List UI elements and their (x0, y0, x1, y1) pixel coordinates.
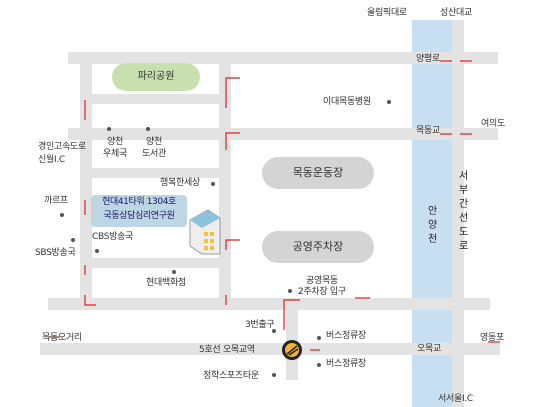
road-west (80, 52, 92, 310)
paris-park: 파리공원 (112, 63, 200, 91)
label-bus-stop-2: 버스정류장 (326, 359, 366, 369)
label-exit3: 3번출구 (245, 320, 275, 330)
yangcheon-office-marker (107, 127, 111, 131)
road-inner1 (92, 94, 219, 104)
label-parking-entrance: 공영목동 2주차장 입구 (298, 276, 346, 297)
label-olympic-road: 올림픽대로 (367, 8, 407, 18)
label-omok-bridge: 오목교 (417, 344, 441, 354)
road-inner3 (92, 258, 219, 268)
road-inner2 (92, 168, 219, 178)
road-seobu (452, 20, 464, 407)
mokdong-stadium: 목동운동장 (262, 157, 374, 189)
haengbok-marker (211, 182, 215, 186)
label-yangcheon-office: 양천 우체국 (103, 137, 127, 159)
hospital-marker (387, 100, 391, 104)
road-network (40, 20, 500, 407)
label-hospital: 이대목동병원 (323, 97, 371, 107)
yangcheon-library-marker (146, 127, 150, 131)
subway-station-icon (282, 340, 302, 360)
river (412, 20, 452, 407)
road-middle (219, 52, 231, 310)
destination-callout: 현대41타워 1304호 국동상담심리연구원 (91, 195, 187, 227)
label-seongsan-bridge: 성산대교 (440, 8, 472, 18)
label-yangcheon-library: 양천 도서관 (142, 137, 166, 159)
exit3-marker (272, 329, 276, 333)
label-hyundai-dept: 현대백화점 (146, 278, 186, 288)
cbs-marker (71, 238, 75, 242)
public-parking-lot: 공영주차장 (262, 231, 374, 263)
label-carrefour: 까르프 (44, 196, 68, 206)
label-sbs: SBS방송국 (35, 248, 76, 258)
sbs-marker (95, 249, 99, 253)
label-cbs: CBS방송국 (92, 232, 134, 242)
road-mokdonggyo (68, 128, 498, 140)
destination-line2: 국동상담심리연구원 (103, 211, 175, 221)
label-seobu-expressway: 서부간선도로 (459, 171, 468, 252)
parking-entrance-marker (288, 289, 292, 293)
label-haengbok: 행복한세상 (160, 178, 200, 188)
road-yangpyeong (68, 52, 498, 64)
label-mokdong-ogeori: 목동오거리 (42, 333, 82, 343)
label-bus-stop-1: 버스정류장 (326, 331, 366, 341)
road-omokgyo (40, 343, 500, 355)
label-omokgyo-station: 5호선 오목교역 (199, 345, 255, 355)
destination-line1: 현대41타워 1304호 (102, 197, 176, 207)
label-sports-town: 정학스포츠타운 (203, 371, 259, 381)
label-yangpyeong-road: 양평로 (416, 54, 440, 64)
hyundai-dept-marker (172, 270, 176, 274)
label-yeongdeungpo: 영동포 (480, 333, 504, 343)
road-lower (48, 298, 490, 310)
label-gyeongin-expressway: 경인고속도로 신월I.C (38, 142, 86, 165)
label-anyang-stream: 안양천 (428, 206, 437, 245)
bus-stop-marker-1 (317, 336, 321, 340)
route-arrows (48, 60, 500, 351)
label-yeouido: 여의도 (481, 119, 505, 129)
sports-town-marker (272, 373, 276, 377)
carrefour-marker (60, 213, 64, 217)
bus-stop-marker-2 (317, 363, 321, 367)
building-icon (189, 209, 221, 255)
label-seoseoul-ic: 서서울I.C (438, 394, 473, 404)
label-mokdong-bridge: 목동교 (416, 126, 440, 136)
